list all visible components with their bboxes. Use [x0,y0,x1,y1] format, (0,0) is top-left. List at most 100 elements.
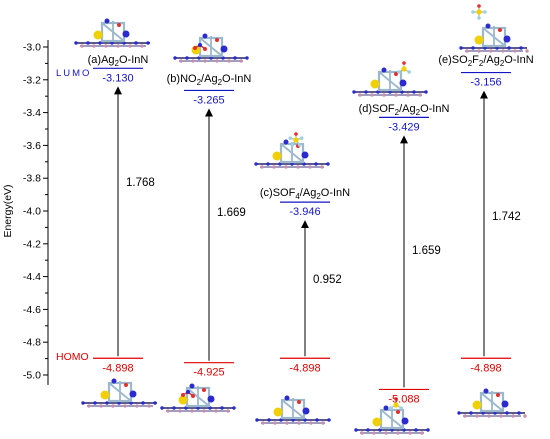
substrate-atom [408,431,412,435]
molecule-atom [407,70,411,74]
cluster [372,405,409,430]
substrate-atom [93,401,97,405]
cluster-atom [399,79,407,87]
substrate-atom [519,46,523,50]
molecule-atom [181,393,185,397]
structure-illustration [457,388,527,418]
name-subscript: 2 [218,78,223,87]
substrate-atom [185,56,189,60]
substrate-atom [92,44,96,48]
substrate-atom [209,56,213,60]
cluster-atom [401,417,409,425]
cluster-atom [297,400,301,404]
molecule-atom [191,394,195,398]
substrate-atom [525,49,529,53]
substrate-atom [215,59,219,63]
substrate-atom [233,56,237,60]
cluster-atom [178,395,188,405]
substrate-atom [424,90,428,94]
substrate-atom [239,59,243,63]
substrate-atom [221,56,225,60]
y-tick-label: -4.2 [23,238,41,250]
molecule-atom [389,406,393,410]
substrate-atom [465,49,469,53]
substrate-atom [128,44,132,48]
substrate-atom [469,411,473,415]
homo-value: -4.898 [102,362,133,374]
cluster [472,388,509,413]
cluster-atom [485,23,491,29]
substrate-atom [418,93,422,97]
substrate-atom [296,165,300,169]
cluster-atom [202,388,206,392]
substrate-atom [86,41,90,45]
name-subscript: 2 [395,108,400,117]
substrate-atom [197,56,201,60]
substrate-atom [227,59,231,63]
molecule-atom [288,136,293,140]
cluster [100,378,137,403]
cluster-atom [372,417,382,427]
name-part: (c)SOF [260,187,296,199]
lumo-label: LUMO [56,68,91,79]
substrate-atom [505,411,509,415]
substrate-atom [487,414,491,418]
molecule-atom [186,390,190,394]
name-subscript: 2 [479,59,484,68]
molecule-atom [294,132,298,136]
adsorbed-molecule [181,390,195,398]
y-tick-label: -3.6 [23,140,41,152]
substrate-atom [190,409,194,413]
homo-label: HOMO [56,351,89,363]
substrate-atom [507,46,511,50]
substrate-atom [400,90,404,94]
substrate-atom [414,428,418,432]
y-tick-label: -3.8 [23,173,41,185]
molecule-atom [471,10,475,14]
substrate-atom [396,431,400,435]
substrate-atom [140,44,144,48]
substrate-atom [191,59,195,63]
y-tick-label: -3.2 [23,74,41,86]
band-gap-value: 1.669 [217,207,246,219]
structure-illustration [459,23,529,53]
band-gap-value: 0.952 [313,274,342,286]
name-subscript: 2 [500,59,505,68]
substrate-atom [285,421,289,425]
molecule-atom [198,43,202,47]
name-subscript: 2 [316,192,321,201]
name-subscript: 2 [416,108,421,117]
substrate-atom [160,406,164,410]
substrate-atom [105,401,109,405]
substrate-atom [147,404,151,408]
molecule-atom [402,61,406,65]
substrate-atom [459,46,463,50]
substrate-atom [499,414,503,418]
substrate-atom [320,165,324,169]
cluster-atom [483,388,489,394]
substrate-atom [406,93,410,97]
substrate-atom [360,431,364,435]
adsorbed-molecule [397,61,411,74]
substrate-atom [483,46,487,50]
cluster-atom [202,33,208,39]
substrate-atom [208,406,212,410]
cluster-atom [122,30,130,38]
substrate-atom [146,41,150,45]
substrate-atom [364,90,368,94]
substrate-atom [178,409,182,413]
substrate-atom [232,406,236,410]
name-part: (e)SO [438,54,468,66]
y-tick-label: -4.0 [23,206,41,218]
cluster-atom [272,151,282,161]
substrate-atom [457,411,461,415]
homo-value: -4.898 [470,362,501,374]
name-part: /Ag [201,73,218,85]
substrate-atom [110,41,114,45]
name-subscript: 2 [468,59,473,68]
substrate-atom [172,406,176,410]
y-axis-label: Energy(eV) [2,184,14,237]
